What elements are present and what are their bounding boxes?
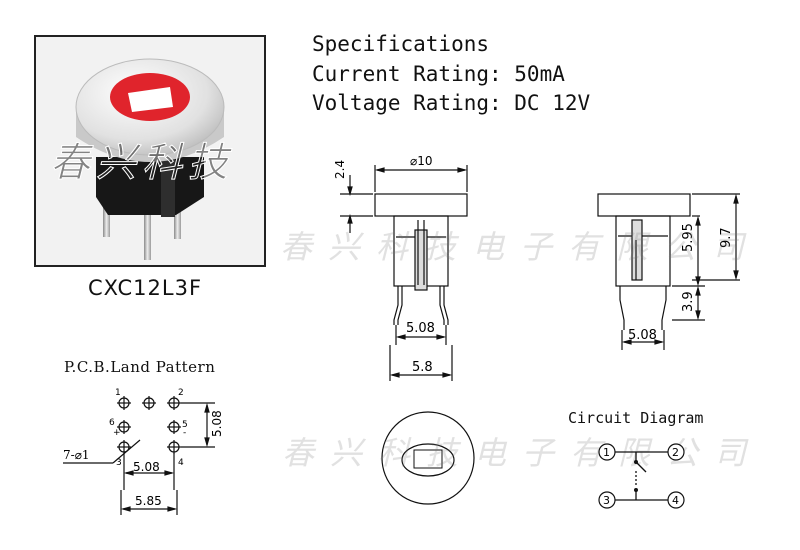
pcb-hole <box>167 440 181 454</box>
side-total-height-label: 9.7 <box>719 227 734 248</box>
top-view-lens <box>401 443 455 477</box>
pcb-pin-1-label: 1 <box>115 388 121 398</box>
pcb-outer-spacing-label: 5.85 <box>135 494 162 508</box>
product-photo <box>34 35 266 267</box>
pcb-hole-label: 7-⌀1 <box>63 448 90 462</box>
pcb-land-pattern-title: P.C.B.Land Pattern <box>64 358 216 376</box>
pcb-pin-4-label: 4 <box>178 458 184 468</box>
pcb-pin-3-label: 3 <box>116 458 122 468</box>
pcb-col-spacing-label: 5.08 <box>133 460 160 474</box>
pcb-pin-2-label: 2 <box>178 388 184 398</box>
pcb-hole <box>117 396 131 410</box>
switch-body-edge <box>161 157 175 217</box>
pcb-hole <box>117 440 131 454</box>
pcb-hole <box>142 396 156 410</box>
product-code-label: CXC12L3F <box>88 276 203 300</box>
lens-window-shape <box>128 87 173 112</box>
company-watermark: 春兴科技电子有限公司 <box>280 228 761 266</box>
voltage-rating: Voltage Rating: DC 12V <box>312 91 591 115</box>
pcb-hole <box>167 420 181 434</box>
front-body-width-label: 5.8 <box>412 360 433 375</box>
pcb-land-pattern-drawing: 1 2 3 4 5 6 + - 7-⌀1 5.08 5.08 5.85 <box>63 388 224 515</box>
specs-title: Specifications <box>312 32 490 56</box>
terminal-2-label: 2 <box>672 446 679 459</box>
terminal-1-label: 1 <box>603 446 610 459</box>
side-body-outline <box>615 215 671 287</box>
switch-photo-illustration <box>75 58 225 260</box>
top-view-outer-circle <box>381 411 475 505</box>
pin-shape <box>144 195 151 260</box>
side-body-height-label: 5.95 <box>681 223 696 252</box>
pcb-hole <box>117 420 131 434</box>
side-cap-outline <box>597 193 691 217</box>
front-pin-spacing-label: 5.08 <box>406 321 435 336</box>
front-diameter-label: ⌀10 <box>410 154 433 168</box>
pcb-hole <box>167 396 181 410</box>
pcb-pin-5-label: 5 <box>182 420 188 430</box>
top-view-window <box>413 449 443 469</box>
terminal-4 <box>667 491 685 509</box>
switch-body-shape <box>96 157 204 215</box>
front-cap-height-label: 2.4 <box>333 160 347 179</box>
side-pin-spacing-label: 5.08 <box>628 328 657 343</box>
circuit-diagram-title: Circuit Diagram <box>568 409 704 427</box>
pcb-row-spacing-label: 5.08 <box>210 410 224 437</box>
pcb-minus-label: - <box>183 428 186 438</box>
pcb-pin-6-label: 6 <box>109 418 115 428</box>
terminal-2 <box>667 443 685 461</box>
photo-watermark: 春兴科技 <box>50 140 234 187</box>
terminal-3 <box>598 491 616 509</box>
side-pin-length-label: 3.9 <box>681 291 696 312</box>
circuit-diagram: 1 2 3 4 <box>598 443 685 509</box>
side-view-drawing: 5.95 3.9 9.7 5.08 <box>597 193 740 350</box>
front-cap-outline <box>374 193 468 217</box>
current-rating: Current Rating: 50mA <box>312 61 565 86</box>
terminal-3-label: 3 <box>603 494 610 507</box>
terminal-4-label: 4 <box>672 494 679 507</box>
top-view-drawing <box>381 411 475 505</box>
front-view-drawing: ⌀10 2.4 5.08 5.8 <box>333 154 468 381</box>
pcb-plus-label: + <box>113 428 121 438</box>
terminal-1 <box>598 443 616 461</box>
